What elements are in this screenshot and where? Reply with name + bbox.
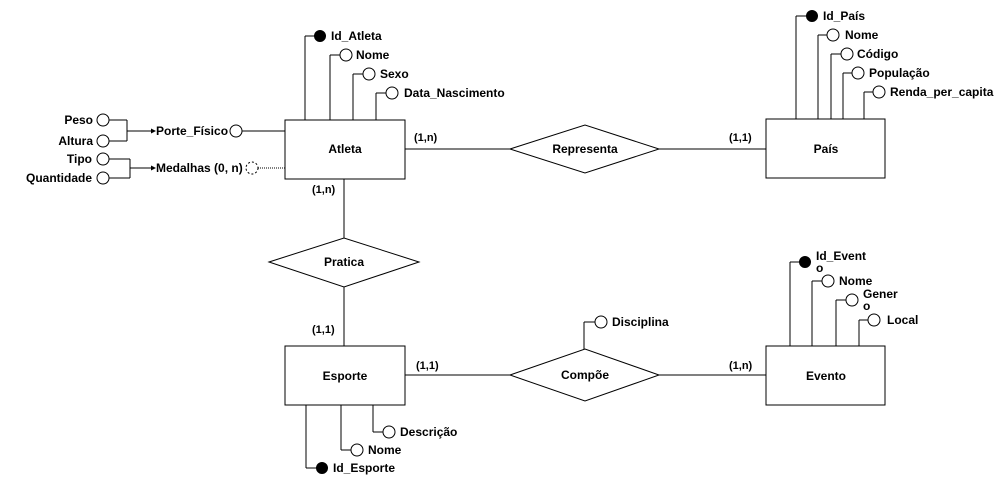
cardinalities: (1,n) (1,1) (1,n) (1,1) (1,1) (1,n) bbox=[312, 132, 753, 372]
attr-pais-nome: Nome bbox=[845, 28, 879, 42]
attr-atleta-porte-fisico: Porte_Físico bbox=[156, 124, 228, 138]
entity-esporte-label: Esporte bbox=[323, 369, 368, 383]
key-attribute-icon bbox=[314, 30, 326, 42]
entity-atleta[interactable]: Atleta bbox=[284, 119, 406, 180]
relationship-pratica[interactable]: Pratica bbox=[267, 237, 421, 288]
key-attribute-icon bbox=[799, 256, 811, 268]
attribute-icon bbox=[229, 124, 243, 138]
attr-id-evento-wrap: o bbox=[816, 261, 823, 275]
multivalued-attribute-icon bbox=[245, 161, 259, 175]
attribute-icon bbox=[96, 152, 110, 166]
attr-evento-genero-wrap: o bbox=[863, 299, 870, 313]
pais-attributes: Id_País Nome Código População Renda_per_… bbox=[806, 9, 994, 99]
cardinality-pais-representa: (1,1) bbox=[729, 132, 752, 144]
esporte-attributes: Id_Esporte Nome Descrição bbox=[316, 425, 457, 475]
attr-atleta-nome: Nome bbox=[356, 48, 390, 62]
attribute-icon bbox=[840, 47, 854, 61]
attribute-icon bbox=[851, 66, 865, 80]
attribute-icon bbox=[350, 443, 364, 457]
attr-evento-local: Local bbox=[887, 313, 918, 327]
attr-pais-populacao: População bbox=[869, 66, 930, 80]
attribute-icon bbox=[826, 28, 840, 42]
cardinality-atleta-pratica: (1,n) bbox=[312, 184, 336, 196]
attr-atleta-sexo: Sexo bbox=[380, 67, 409, 81]
attr-pais-codigo: Código bbox=[857, 47, 898, 61]
attribute-icon bbox=[339, 48, 353, 62]
entity-pais-label: País bbox=[814, 142, 839, 156]
evento-attributes: Id_Event o Nome Gener o Local bbox=[799, 249, 918, 327]
attr-medalhas-tipo: Tipo bbox=[67, 152, 92, 166]
attr-atleta-altura: Altura bbox=[58, 134, 93, 148]
attribute-icon bbox=[382, 425, 396, 439]
attr-id-pais: Id_País bbox=[823, 9, 865, 23]
attribute-icon bbox=[821, 274, 835, 288]
relationship-representa-label: Representa bbox=[552, 142, 618, 156]
attr-esporte-descricao: Descrição bbox=[400, 425, 457, 439]
attr-id-esporte: Id_Esporte bbox=[333, 461, 395, 475]
cardinality-atleta-representa: (1,n) bbox=[414, 132, 438, 144]
attr-evento-genero: Gener bbox=[863, 287, 898, 301]
key-attribute-icon bbox=[806, 10, 818, 22]
attribute-icon bbox=[385, 86, 399, 100]
entity-evento[interactable]: Evento bbox=[765, 345, 886, 406]
attr-compoe-disciplina: Disciplina bbox=[612, 315, 669, 329]
entity-evento-label: Evento bbox=[806, 369, 846, 383]
cardinality-esporte-compoe: (1,1) bbox=[416, 360, 439, 372]
entity-atleta-label: Atleta bbox=[328, 142, 362, 156]
attr-atleta-peso: Peso bbox=[64, 113, 93, 127]
attr-esporte-nome: Nome bbox=[368, 443, 402, 457]
cardinality-esporte-pratica: (1,1) bbox=[312, 324, 335, 336]
attr-id-atleta: Id_Atleta bbox=[331, 29, 382, 43]
compoe-attributes: Disciplina bbox=[594, 315, 669, 329]
attr-id-evento: Id_Event bbox=[816, 249, 866, 263]
attribute-icon bbox=[594, 315, 608, 329]
relationship-pratica-label: Pratica bbox=[324, 255, 364, 269]
attr-medalhas-quantidade: Quantidade bbox=[26, 171, 92, 185]
relationship-compoe-label: Compõe bbox=[561, 368, 609, 382]
entity-esporte[interactable]: Esporte bbox=[284, 345, 406, 406]
attribute-icon bbox=[96, 171, 110, 185]
attribute-icon bbox=[845, 293, 859, 307]
attr-atleta-data-nascimento: Data_Nascimento bbox=[404, 86, 505, 100]
attribute-icon bbox=[867, 313, 881, 327]
attr-pais-renda: Renda_per_capita bbox=[890, 85, 994, 99]
key-attribute-icon bbox=[316, 462, 328, 474]
connection-lines bbox=[109, 15, 873, 469]
relationship-compoe[interactable]: Compõe bbox=[508, 348, 661, 402]
entity-pais[interactable]: País bbox=[765, 118, 886, 179]
relationship-representa[interactable]: Representa bbox=[508, 124, 661, 174]
attribute-icon bbox=[872, 85, 886, 99]
atleta-attributes: Id_Atleta Nome Sexo Data_Nascimento Port… bbox=[26, 29, 505, 185]
attribute-icon bbox=[362, 67, 376, 81]
cardinality-evento-compoe: (1,n) bbox=[729, 360, 753, 372]
attribute-icon bbox=[96, 113, 110, 127]
attr-atleta-medalhas: Medalhas (0, n) bbox=[156, 161, 243, 175]
attr-evento-nome: Nome bbox=[839, 274, 873, 288]
attribute-icon bbox=[96, 134, 110, 148]
